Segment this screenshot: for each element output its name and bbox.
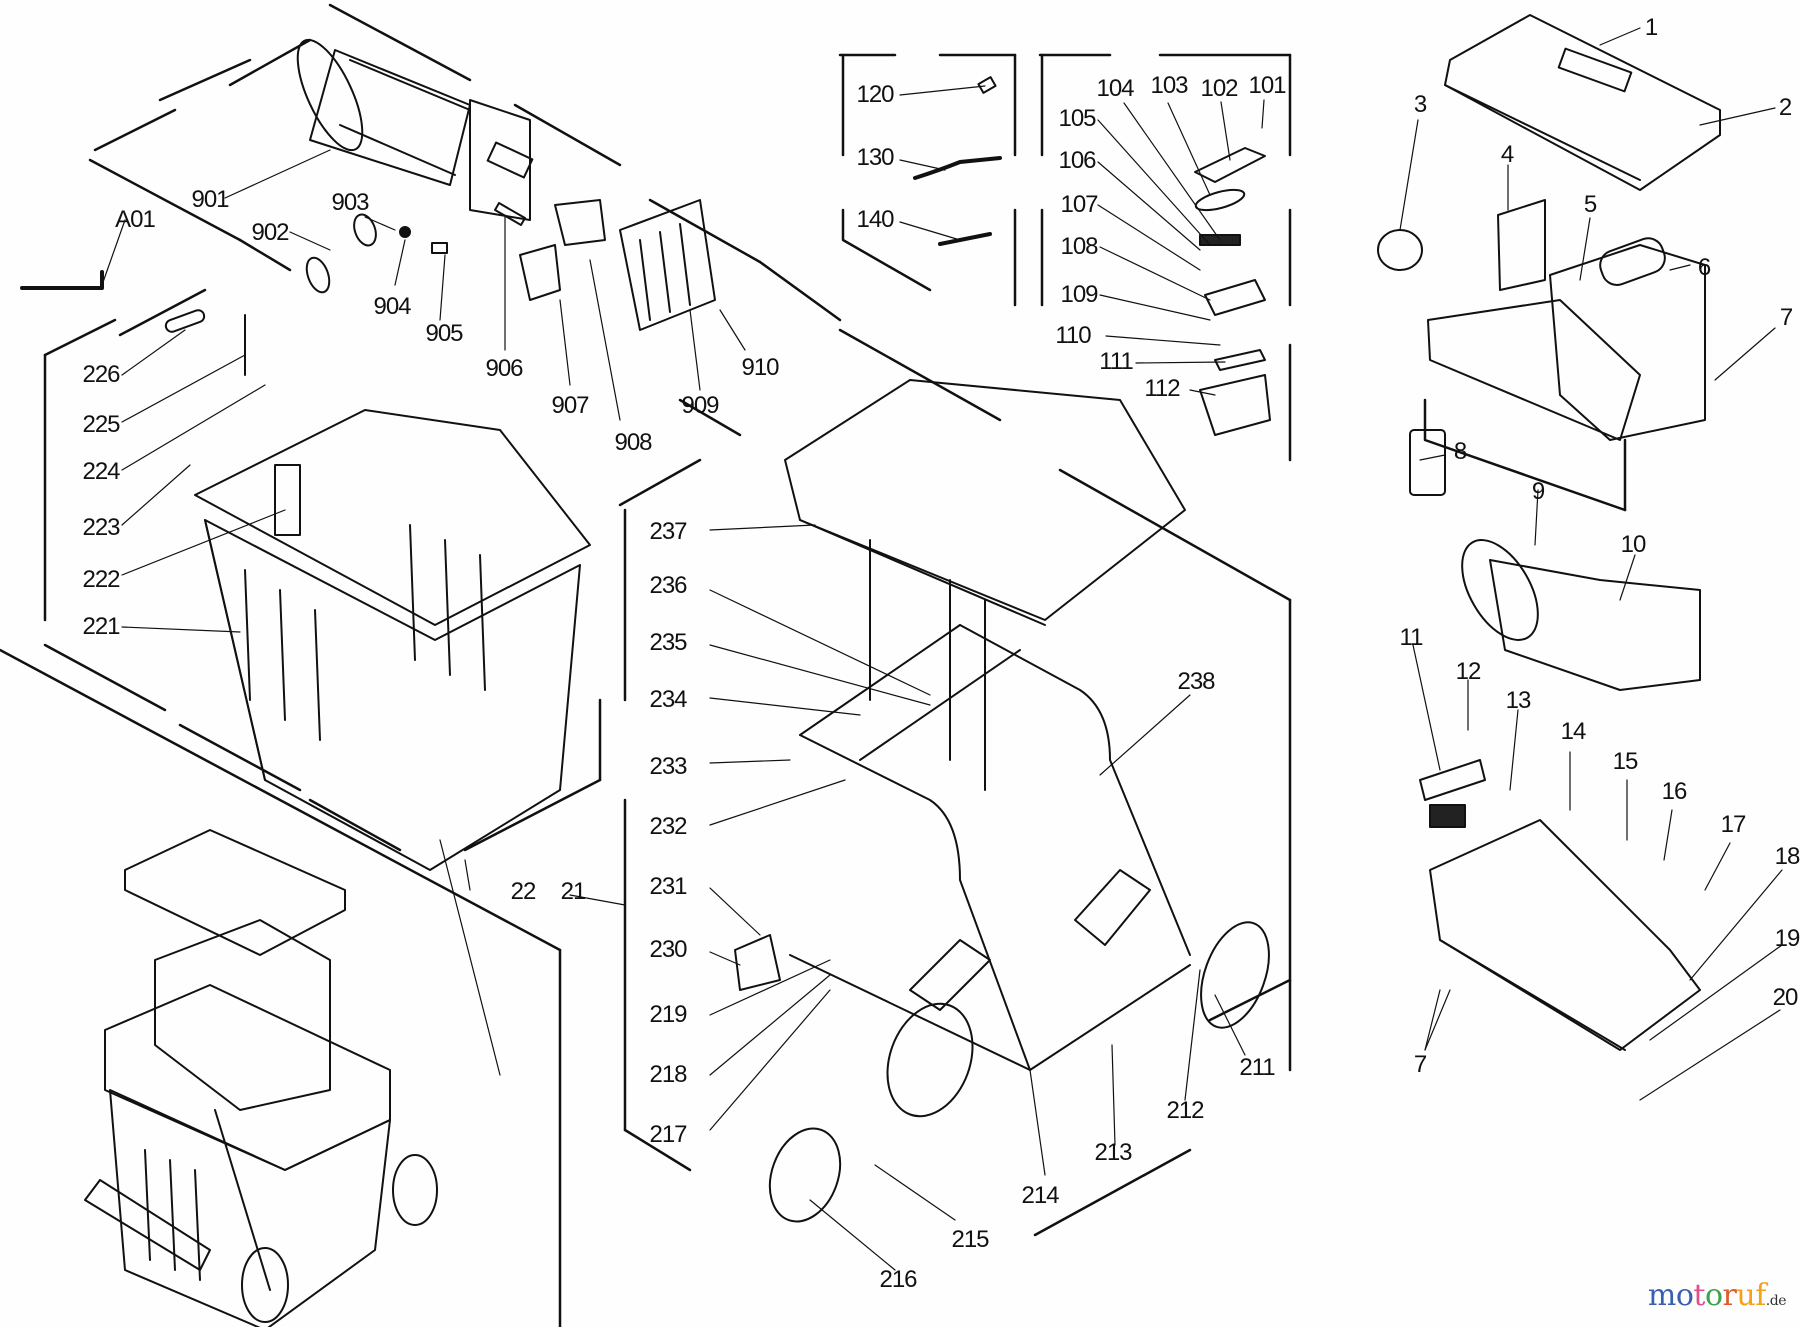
- part-label-226: 226: [82, 361, 120, 388]
- part-label-217: 217: [649, 1121, 687, 1148]
- part-label-218: 218: [649, 1061, 687, 1088]
- motoruf-watermark: motoruf.de: [1648, 1278, 1787, 1313]
- part-label-224: 224: [82, 458, 120, 485]
- part-label-13: 13: [1505, 687, 1532, 714]
- part-label-109: 109: [1060, 281, 1098, 308]
- assembled-shredder: [84, 829, 438, 1327]
- part-label-906: 906: [485, 355, 523, 382]
- part-label-140: 140: [856, 206, 894, 233]
- part-label-901: 901: [191, 186, 229, 213]
- part-label-1: 1: [1644, 14, 1658, 41]
- part-label-238: 238: [1177, 668, 1215, 695]
- part-label-22: 22: [510, 878, 537, 905]
- part-label-908: 908: [614, 429, 652, 456]
- part-label-104: 104: [1096, 75, 1134, 102]
- part-label-905: 905: [425, 320, 463, 347]
- watermark-letter: t: [1693, 1278, 1705, 1313]
- part-label-4: 4: [1500, 141, 1514, 168]
- frame-and-cover: [734, 379, 1270, 1223]
- part-label-234: 234: [649, 686, 687, 713]
- watermark-letter: o: [1704, 1278, 1723, 1313]
- part-label-3: 3: [1413, 91, 1427, 118]
- part-label-9: 9: [1531, 478, 1545, 505]
- group-frames: [0, 3, 1627, 1327]
- watermark-suffix: .de: [1765, 1293, 1787, 1309]
- part-label-237: 237: [649, 518, 687, 545]
- part-label-19: 19: [1774, 925, 1800, 952]
- part-label-235: 235: [649, 629, 687, 656]
- housing-assembly: [1377, 14, 1721, 1051]
- part-label-213: 213: [1094, 1139, 1132, 1166]
- part-label-102: 102: [1200, 75, 1238, 102]
- part-label-903: 903: [331, 189, 369, 216]
- part-label-130: 130: [856, 144, 894, 171]
- part-label-212: 212: [1166, 1097, 1204, 1124]
- hex-key-A01: [20, 270, 104, 290]
- part-label-17: 17: [1720, 811, 1747, 838]
- watermark-letter: r: [1722, 1278, 1737, 1313]
- part-label-10: 10: [1620, 531, 1647, 558]
- part-label-21: 21: [560, 878, 587, 905]
- part-label-232: 232: [649, 813, 687, 840]
- part-label-211: 211: [1239, 1054, 1275, 1081]
- watermark-letter: o: [1675, 1278, 1694, 1313]
- part-label-236: 236: [649, 572, 687, 599]
- part-label-909: 909: [681, 392, 719, 419]
- part-label-108: 108: [1060, 233, 1098, 260]
- part-label-225: 225: [82, 411, 120, 438]
- part-label-105: 105: [1058, 105, 1096, 132]
- part-label-219: 219: [649, 1001, 687, 1028]
- part-label-15: 15: [1612, 748, 1639, 775]
- part-label-A01: A01: [115, 206, 156, 233]
- part-label-11: 11: [1399, 624, 1424, 651]
- watermark-letter: m: [1647, 1278, 1676, 1313]
- part-label-20: 20: [1772, 984, 1799, 1011]
- part-label-2: 2: [1778, 94, 1792, 121]
- part-label-233: 233: [649, 753, 687, 780]
- watermark-letter: u: [1736, 1278, 1756, 1313]
- part-label-902: 902: [251, 219, 289, 246]
- watermark-logo: motoruf: [1648, 1278, 1766, 1313]
- part-label-101: 101: [1248, 72, 1286, 99]
- part-label-107: 107: [1060, 191, 1098, 218]
- part-label-222: 222: [82, 566, 120, 593]
- part-label-910: 910: [741, 354, 779, 381]
- cable-parts: [913, 76, 1002, 246]
- part-label-106: 106: [1058, 147, 1096, 174]
- motor-assembly: [296, 38, 716, 331]
- part-label-110: 110: [1055, 322, 1091, 349]
- part-label-5: 5: [1583, 191, 1597, 218]
- part-label-214: 214: [1021, 1182, 1059, 1209]
- part-label-223: 223: [82, 514, 120, 541]
- part-label-111: 111: [1099, 348, 1133, 375]
- part-label-14: 14: [1560, 718, 1587, 745]
- watermark-letter: f: [1755, 1278, 1766, 1313]
- part-label-904: 904: [373, 293, 411, 320]
- part-label-112: 112: [1144, 375, 1180, 402]
- collection-bin: [164, 309, 591, 871]
- part-label-7b: 7: [1413, 1051, 1427, 1078]
- part-label-8: 8: [1453, 438, 1467, 465]
- part-label-907: 907: [551, 392, 589, 419]
- part-label-6: 6: [1697, 254, 1711, 281]
- part-label-7: 7: [1779, 304, 1793, 331]
- part-label-120: 120: [856, 81, 894, 108]
- leader-lines: [101, 27, 1783, 1271]
- part-label-216: 216: [879, 1266, 917, 1293]
- part-label-18: 18: [1774, 843, 1800, 870]
- part-label-221: 221: [82, 613, 120, 640]
- part-label-103: 103: [1150, 72, 1188, 99]
- part-label-215: 215: [951, 1226, 989, 1253]
- part-label-231: 231: [649, 873, 687, 900]
- switch-assembly: [1194, 147, 1271, 436]
- part-label-230: 230: [649, 936, 687, 963]
- part-label-12: 12: [1455, 658, 1482, 685]
- part-label-16: 16: [1661, 778, 1688, 805]
